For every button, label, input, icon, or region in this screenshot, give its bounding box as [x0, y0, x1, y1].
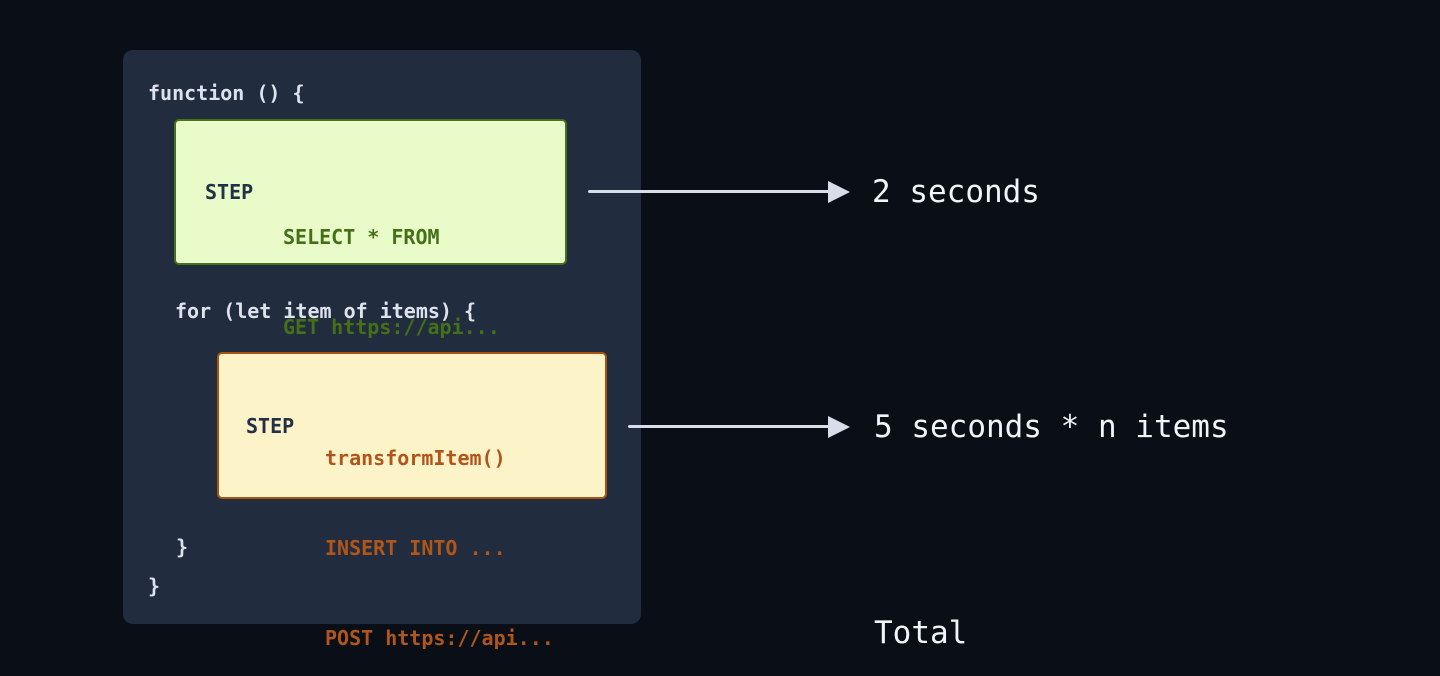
extract-step-box: STEP SELECT * FROM GET https://api...: [174, 119, 567, 339]
extract-code-line-1: SELECT * FROM: [283, 225, 440, 249]
load-arrow-shaft: [628, 425, 830, 428]
load-step-label: STEP: [246, 413, 295, 438]
load-code-line-2: INSERT INTO ...: [325, 536, 506, 560]
extract-arrow-head-icon: [828, 181, 850, 203]
load-time-label: 5 seconds * n items: [874, 409, 1229, 445]
total-summary: Total 100 items = 502 seconds: [874, 531, 1303, 676]
extract-code-line-2: GET https://api...: [283, 315, 500, 339]
extract-time-label: 2 seconds: [872, 174, 1040, 210]
load-arrow-head-icon: [828, 416, 850, 438]
total-label: Total: [874, 615, 968, 651]
for-loop-close-line: }: [176, 535, 189, 559]
extract-step-label: STEP: [205, 180, 254, 204]
load-step-code: transformItem() INSERT INTO ... POST htt…: [325, 383, 554, 676]
function-close-line: }: [148, 574, 161, 598]
load-step-box: STEP transformItem() INSERT INTO ... POS…: [217, 352, 607, 650]
extract-step-code: SELECT * FROM GET https://api...: [283, 162, 500, 402]
code-panel: function () { STEP SELECT * FROM GET htt…: [123, 50, 641, 650]
load-code-line-1: transformItem(): [325, 446, 506, 470]
function-open-line: function () {: [148, 81, 305, 105]
for-loop-open-line: for (let item of items) {: [175, 299, 477, 323]
load-code-line-3: POST https://api...: [325, 626, 554, 650]
extract-arrow-shaft: [588, 190, 830, 193]
